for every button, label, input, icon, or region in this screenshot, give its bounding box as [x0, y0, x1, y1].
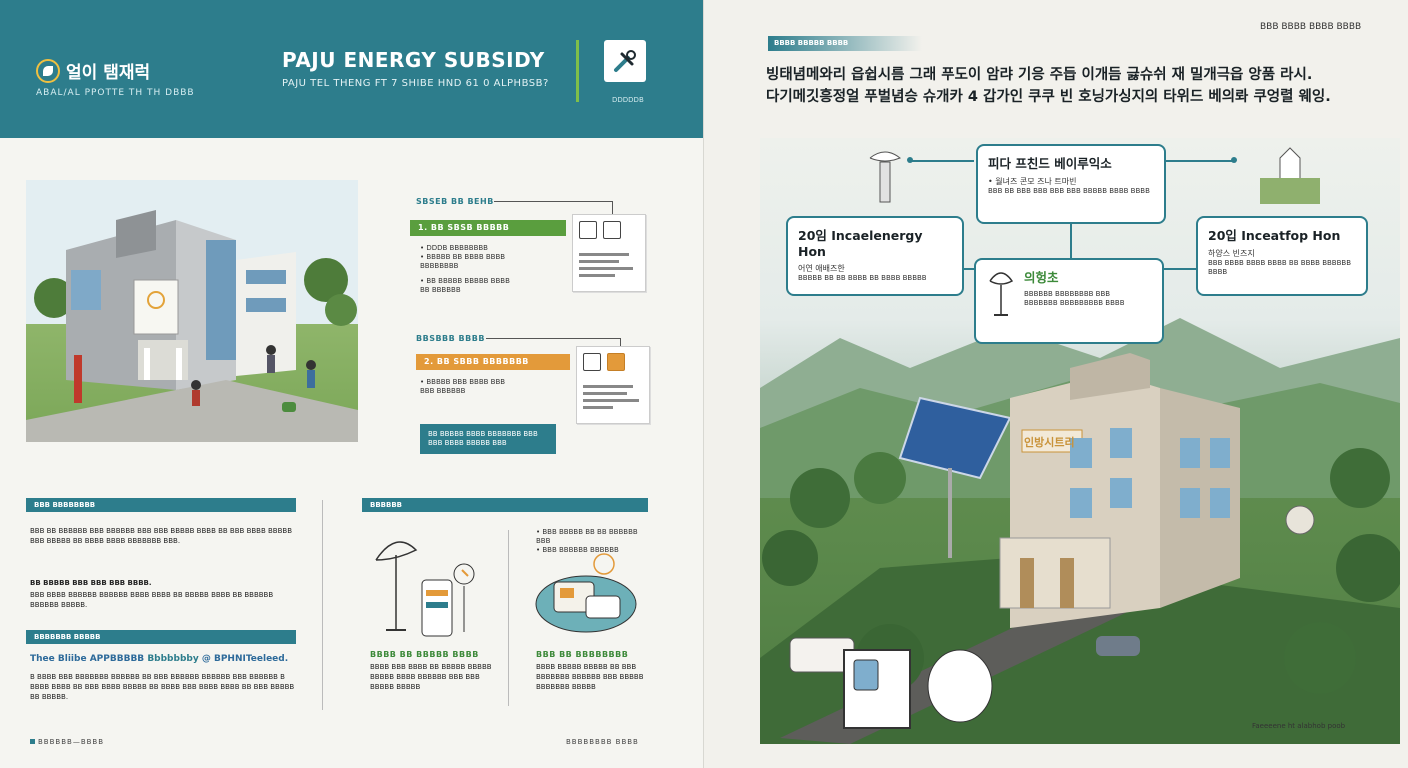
lamp-appliance-illustration	[366, 530, 486, 640]
leaf-logo-icon	[36, 58, 60, 83]
header-band: 얼이 탬재럭 ABAL/AL PPOTTE TH TH DBBB PAJU EN…	[0, 0, 703, 138]
list-item: • BBBBB BBB BBBB BBB	[420, 378, 506, 386]
connector-dot	[907, 157, 913, 163]
callout-connector	[1070, 224, 1072, 258]
icon-caption: DDDDDB	[612, 96, 644, 104]
campus-illustration: 피다 프친드 베이루익소 • 월녀즈 콘모 즈나 트마빈 BBB BB BBB …	[760, 138, 1400, 744]
step2-card	[576, 346, 650, 424]
page-title: PAJU ENERGY SUBSIDY	[282, 48, 545, 72]
section-bar-eligibility: BBB BBBBBBBB	[26, 498, 296, 512]
step2-bullets: • BBBBB BBB BBBB BBB BBB BBBBBB	[420, 378, 570, 396]
callout-top-text: BBB BB BBB BBB BBB BBB BBBBB BBBB BBBB	[988, 187, 1150, 195]
callout-left-sub: 어연 애배즈한	[798, 264, 845, 273]
list-item: BBBBBBBB	[420, 262, 459, 270]
left-page: 얼이 탬재럭 ABAL/AL PPOTTE TH TH DBBB PAJU EN…	[0, 0, 704, 768]
list-item: BBB BBBBBB	[420, 387, 466, 395]
headline-line-2: 다기메깃흥정얼 푸벌념승 슈개카 4 갑가인 쿠쿠 빈 호닝가싱지의 타위드 베…	[766, 89, 1331, 105]
lightbulb-icon	[989, 272, 1014, 316]
column-divider-2	[508, 530, 509, 706]
section-bar-application: BBBBBBB BBBBB	[26, 630, 296, 644]
section-bar-equipment: BBBBBB	[362, 498, 648, 512]
footer-left: BBBBBB—BBBB	[30, 738, 104, 746]
list-item: • DDDB BBBBBBBB	[420, 244, 488, 252]
eligibility-text-2: BBB BBBB BBBBBB BBBBBB BBBB BBBB BB BBBB…	[30, 591, 274, 609]
callout-top-sub: • 월녀즈 콘모 즈나 트마빈	[988, 177, 1077, 186]
bullet-icon	[30, 739, 35, 744]
headline: 빙태념메와리 읍쉽시름 그래 푸도이 암랴 기응 주듭 이개듬 긇슈쉬 재 밀개…	[766, 64, 1366, 108]
building-illustration	[26, 180, 358, 442]
eligibility-subline: BB BBBBB BBB BBB BBB BBBB.	[30, 579, 152, 587]
accent-divider	[576, 40, 579, 102]
form-icon	[583, 353, 601, 371]
boiler-illustration	[534, 546, 644, 642]
step1-connector-v	[612, 201, 613, 217]
step2-connector	[486, 338, 620, 339]
callout-middle-text: BBBBBB BBBBBBBB BBB BBBBBBB BBBBBBBBB BB…	[1024, 290, 1125, 307]
building-sign: 인방시트리	[1024, 436, 1075, 449]
page-tagline: PAJU TEL THENG FT 7 SHIBE HND 61 0 ALPHB…	[282, 78, 549, 89]
step2-band: 2. BB SBBB BBBBBBB	[416, 354, 570, 370]
footer-right: BBBBBBBB BBBB	[566, 738, 639, 746]
callout-right: 20입 Inceatfop Hon 하양스 빈즈지 BBB BBBB BBBB …	[1196, 216, 1368, 296]
connector-dot	[1231, 157, 1237, 163]
list-item: BB BBBBBB	[420, 286, 461, 294]
step2-heading: BBSBBB BBBB	[416, 334, 485, 343]
callout-right-text: BBB BBBB BBBB BBBB BB BBBB BBBBBB BBBB	[1208, 259, 1352, 276]
step1-connector	[494, 201, 612, 202]
callout-left-text: BBBBB BB BB BBBB BB BBBB BBBBB	[798, 274, 927, 282]
eligibility-text: BBB BB BBBBBB BBB BBBBBB BBB BBB BBBBB B…	[30, 527, 293, 545]
step1-bullets: • DDDB BBBBBBBB • BBBBB BB BBBB BBBB BBB…	[420, 244, 570, 295]
step1-heading: SBSEB BB BEHB	[416, 197, 494, 206]
callout-left-title: 20임 Incaelenergy Hon	[798, 228, 923, 259]
list-item: • BBB BBBBB BB BB BBBBBB BBB	[536, 528, 638, 545]
document-icon	[579, 221, 597, 239]
application-text: B BBBB BBB BBBBBBB BBBBBB BB BBB BBBBBB …	[30, 673, 295, 701]
callout-right-title: 20입 Inceatfop Hon	[1208, 228, 1341, 243]
heading-part-d: @ BPHNITeeleed.	[201, 654, 289, 664]
caption2-title: BBB BB BBBBBBBB	[536, 650, 629, 659]
step2-connector-v	[620, 338, 621, 350]
equipment-bullets: • BBB BBBBB BB BB BBBBBB BBB • BBB BBBBB…	[536, 528, 648, 555]
callout-connector	[910, 160, 974, 162]
application-heading: Thee Bliibe APPBBBBB Bbbbbbby @ BPHNITee…	[30, 654, 288, 664]
checklist-icon	[607, 353, 625, 371]
headline-line-1: 빙태념메와리 읍쉽시름 그래 푸도이 암랴 기응 주듭 이개듬 긇슈쉬 재 밀개…	[766, 67, 1313, 83]
info-note: BB BBBBB BBBB BBBBBBB BBB BBB BBBB BBBBB…	[420, 424, 556, 454]
page-label: BBB BBBB BBBB BBBB	[1260, 22, 1362, 32]
header-subtitle: ABAL/AL PPOTTE TH TH DBBB	[36, 88, 195, 98]
callout-right-sub: 하양스 빈즈지	[1208, 249, 1255, 258]
heading-part-c: Bbbbbbby	[147, 654, 199, 664]
logo-text: 얼이 탬재럭	[66, 63, 151, 83]
column-divider	[322, 500, 323, 710]
heading-part-a: Thee Bliibe	[30, 654, 87, 664]
heading-part-b: APPBBBBB	[89, 654, 145, 664]
right-footer: Faeeeene ht alabhob poob	[1252, 722, 1346, 730]
footer-left-text: BBBBBB—BBBB	[38, 738, 105, 746]
step1-card	[572, 214, 646, 292]
caption2-text: BBBB BBBBB BBBBB BB BBB BBBBBBB BBBBBB B…	[536, 663, 644, 691]
logo: 얼이 탬재럭	[36, 58, 150, 83]
list-item: • BBBBB BB BBBB BBBB	[420, 253, 506, 261]
callout-connector	[1166, 160, 1234, 162]
callout-connector	[1164, 268, 1196, 270]
callout-top-title: 피다 프친드 베이루익소	[988, 156, 1112, 171]
callout-top: 피다 프친드 베이루익소 • 월녀즈 콘모 즈나 트마빈 BBB BB BBB …	[976, 144, 1166, 224]
list-item: • BBB BBBBBB BBBBBB	[536, 546, 619, 554]
tools-icon	[604, 40, 646, 82]
caption1-text: BBBB BBB BBBB BB BBBBB BBBBB BBBBB BBBB …	[370, 663, 492, 691]
list-item: • BB BBBBB BBBBB BBBB	[420, 277, 510, 285]
callout-middle-title: 의헝초	[1024, 270, 1059, 285]
callout-left: 20임 Incaelenergy Hon 어연 애배즈한 BBBBB BB BB…	[786, 216, 964, 296]
caption1-title: BBBB BB BBBBB BBBB	[370, 650, 479, 659]
device-icon	[603, 221, 621, 239]
step1-band: 1. BB SBSB BBBBB	[410, 220, 566, 236]
section-badge: BBBB BBBBB BBBB	[768, 36, 922, 51]
callout-middle: 의헝초 BBBBBB BBBBBBBB BBB BBBBBBB BBBBBBBB…	[974, 258, 1164, 344]
